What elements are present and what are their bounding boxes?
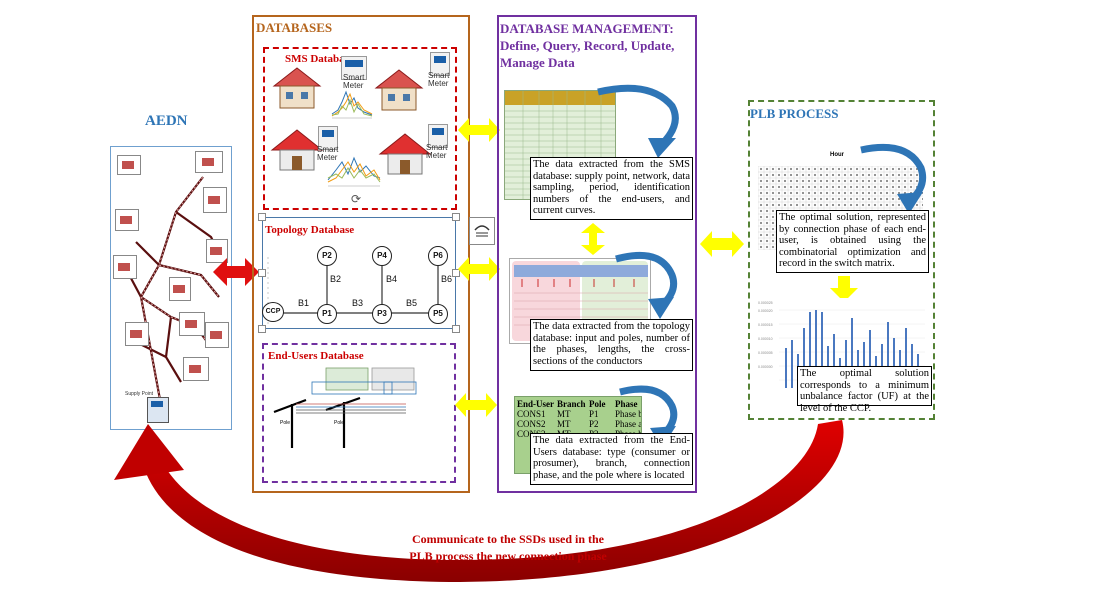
management-title-line1: DATABASE MANAGEMENT: (500, 21, 674, 36)
topology-database-box (262, 217, 456, 329)
branch-label-b5: B5 (406, 298, 418, 308)
svg-text:0.000000: 0.000000 (758, 365, 773, 369)
supply-point-label: Supply Point (125, 391, 154, 397)
callout-arrow (860, 143, 927, 214)
selection-handle (452, 269, 460, 277)
yellow-arrow-sms (458, 118, 500, 142)
svg-text:0.000020: 0.000020 (758, 309, 773, 313)
topology-lines (267, 257, 439, 325)
management-title-line2: Define, Query, Record, Update, (500, 38, 675, 53)
selection-handle (258, 325, 266, 333)
smart-meter-icon (341, 56, 367, 80)
svg-text:0.000025: 0.000025 (758, 301, 773, 305)
network-house-card (206, 239, 228, 263)
house-icon (272, 67, 322, 109)
smart-meter-icon (318, 126, 338, 150)
network-house-card (113, 255, 137, 279)
yellow-arrow-vertical (581, 223, 605, 255)
management-title: DATABASE MANAGEMENT: Define, Query, Reco… (500, 20, 674, 71)
branch-label-b4: B4 (386, 274, 398, 284)
plb-title: PLB PROCESS (750, 106, 839, 121)
sms-callout: The data extracted from the SMS database… (530, 157, 693, 220)
house-icon (378, 133, 432, 175)
svg-text:0.000010: 0.000010 (758, 337, 773, 341)
network-house-card (117, 155, 141, 175)
endusers-database-title: End-Users Database (268, 350, 364, 362)
yellow-arrow-down (830, 276, 858, 302)
network-house-card (179, 312, 205, 336)
network-house-card (195, 151, 223, 173)
databases-panel (252, 15, 470, 493)
branch-label-b6: B6 (441, 274, 453, 284)
topology-node-p3: P3 (372, 304, 392, 324)
topology-node-ccp: CCP (262, 302, 284, 322)
plb-callout-unbalance-factor: The optimal solution corresponds to a mi… (797, 366, 932, 414)
svg-text:0.000005: 0.000005 (758, 351, 773, 355)
network-house-card (183, 357, 209, 381)
rotate-icon: ⟳ (351, 192, 362, 206)
plb-panel (748, 100, 935, 420)
network-house-card (125, 322, 149, 346)
sms-database-title: SMS Database (285, 53, 354, 65)
topology-node-p6: P6 (428, 246, 448, 266)
network-house-card (115, 209, 139, 231)
selection-handle (452, 325, 460, 333)
selection-handle (258, 269, 266, 277)
callout-arrow (615, 251, 678, 319)
svg-text:0.000015: 0.000015 (758, 323, 773, 327)
yellow-arrow-endusers (455, 393, 497, 417)
management-title-line3: Manage Data (500, 55, 575, 70)
databases-title: DATABASES (256, 20, 333, 35)
supply-point-meter (147, 397, 169, 423)
house-icon (270, 129, 324, 171)
topology-database-title: Topology Database (265, 224, 355, 236)
house-icon (374, 69, 424, 111)
topology-node-p2: P2 (317, 246, 337, 266)
endusers-database-box (262, 343, 456, 483)
selection-handle (452, 213, 460, 221)
smart-meter-icon (428, 124, 448, 148)
pole-label: Pole (280, 420, 291, 426)
sms-database-box (263, 47, 457, 210)
feedback-label-line2: PLB process the new connection phase (409, 549, 607, 563)
poles-illustration (273, 367, 417, 448)
aedn-network-panel: Supply Point (110, 146, 232, 430)
selection-handle (258, 213, 266, 221)
smart-meter-icon (430, 52, 450, 76)
load-curve-chart (331, 90, 373, 119)
yellow-arrow-plb (700, 231, 744, 257)
feedback-curved-arrow (114, 420, 844, 582)
pole-label: Pole (334, 420, 345, 426)
red-double-arrow (213, 258, 259, 286)
management-panel (497, 15, 697, 493)
topology-callout: The data extracted from the topology dat… (530, 319, 693, 371)
yellow-arrow-topology (458, 257, 500, 281)
aedn-title: AEDN (145, 113, 188, 129)
network-house-card (203, 187, 227, 213)
feedback-label: Communicate to the SSDs used in the PLB … (378, 531, 638, 565)
network-house-card (169, 277, 191, 301)
callout-arrow (597, 84, 679, 158)
branch-label-b2: B2 (330, 274, 342, 284)
topology-node-p1: P1 (317, 304, 337, 324)
feedback-label-line1: Communicate to the SSDs used in the (411, 532, 604, 546)
load-curve-chart (327, 156, 381, 187)
document-icon (469, 217, 495, 245)
topology-node-p5: P5 (428, 304, 448, 324)
topology-node-p4: P4 (372, 246, 392, 266)
network-house-card (205, 322, 229, 348)
branch-label-b1: B1 (298, 298, 310, 308)
enduser-callout: The data extracted from the End-Users da… (530, 433, 693, 485)
branch-label-b3: B3 (352, 298, 364, 308)
plb-callout-optimal-solution: The optimal solution, represented by con… (776, 210, 929, 273)
switch-matrix-title: Hour (830, 152, 844, 158)
